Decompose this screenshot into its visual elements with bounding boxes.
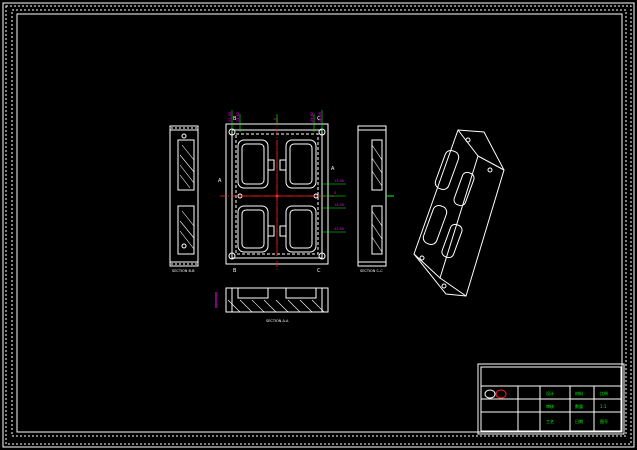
- dim-right-1: 13.00: [334, 179, 344, 183]
- section-label-bottom: SECTION A-A: [266, 319, 289, 323]
- dimension-text-top: 22.00 29.82 0 29.82 22.00: [228, 112, 322, 122]
- dim-top-2: 29.82: [236, 112, 240, 122]
- tb-r3-c2: 日期: [575, 418, 583, 424]
- section-view-right: [357, 125, 394, 267]
- dim-right-2: 0: [334, 191, 336, 195]
- cut-marker-top-left: B: [233, 116, 237, 122]
- isometric-view: [413, 129, 505, 297]
- dim-top-4: 29.82: [310, 112, 314, 122]
- dim-right-4: 42.00: [334, 227, 344, 231]
- dim-right-3: 14.00: [334, 203, 344, 207]
- tb-r1-c3: 比例: [600, 390, 608, 396]
- cut-marker-bottom-left: B: [233, 268, 237, 274]
- title-block-text: 设计 材料 比例 审核 数量 1:1 工艺 日期 图号: [546, 390, 608, 424]
- dim-top-1: 22.00: [228, 112, 232, 122]
- cut-markers: B B C C A A: [218, 116, 335, 274]
- dim-top-5: 22.00: [318, 112, 322, 122]
- tb-r2-c1: 审核: [546, 403, 554, 409]
- cut-marker-left: A: [218, 178, 222, 184]
- section-view-bottom: [215, 287, 329, 313]
- tb-r3-c1: 工艺: [546, 419, 554, 424]
- dim-top-3: 0: [273, 118, 277, 120]
- dimensions-right: [322, 183, 346, 233]
- section-label-right: SECTION C-C: [360, 269, 383, 273]
- center-point: [275, 194, 279, 198]
- section-view-left: [169, 125, 199, 267]
- tb-r3-c3: 图号: [600, 418, 608, 424]
- title-block: [477, 363, 625, 435]
- dimension-text-right: 13.00 0 14.00 42.00: [334, 179, 344, 231]
- section-label-left: SECTION B-B: [172, 269, 195, 273]
- cut-marker-right: A: [331, 166, 335, 172]
- tb-r1-c1: 设计: [546, 390, 554, 396]
- cut-marker-top-right: C: [317, 116, 321, 122]
- tb-r2-c3: 1:1: [600, 404, 607, 409]
- cut-marker-bottom-right: C: [317, 268, 321, 274]
- tb-r1-c2: 材料: [575, 390, 583, 396]
- dimensions-top: [231, 110, 323, 132]
- tb-r2-c2: 数量: [575, 403, 583, 409]
